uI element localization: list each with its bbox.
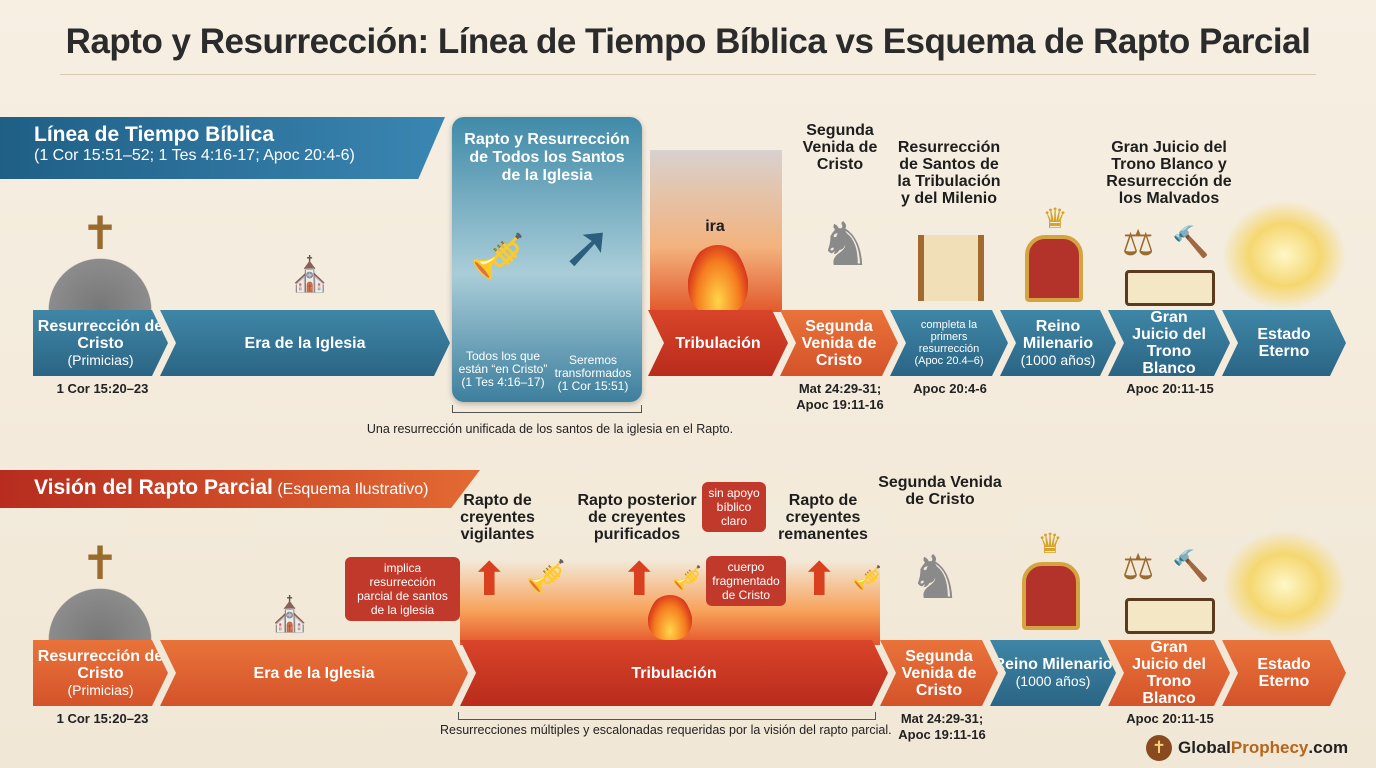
empty-tomb-icon: ✝ bbox=[40, 540, 160, 640]
throne-icon bbox=[1025, 235, 1083, 302]
church-icon: ⛪ bbox=[288, 255, 332, 295]
ref-white-throne: Apoc 20:11-15 bbox=[1126, 711, 1214, 726]
logo-text: .com bbox=[1308, 738, 1349, 757]
scales-icon: ⚖ bbox=[1122, 547, 1155, 588]
rider-white-horse-icon: ♞ bbox=[908, 543, 962, 613]
open-bible-icon bbox=[1125, 598, 1215, 634]
segment-sub: (Primicias) bbox=[67, 681, 134, 698]
bracket bbox=[458, 712, 876, 720]
rider-white-horse-icon: ♞ bbox=[818, 210, 872, 280]
trumpet-icon: 🎺 bbox=[852, 564, 882, 592]
logo-text: Global bbox=[1178, 738, 1231, 757]
trumpet-icon: 🎺 bbox=[526, 557, 566, 595]
segment-resurrection-of-christ: Resurrección de Cristo(Primicias) bbox=[33, 310, 168, 376]
cross-icon: ✝ bbox=[80, 206, 120, 260]
logo-cross-icon: ✝ bbox=[1146, 735, 1172, 761]
segment-tribulation: Tribulación bbox=[648, 310, 788, 376]
ref-resurrection: 1 Cor 15:20–23 bbox=[56, 381, 149, 396]
fire-icon bbox=[688, 245, 748, 315]
callout-fragmented-body: cuerpo fragmentado de Cristo bbox=[706, 556, 786, 606]
biblical-note: Una resurrección unificada de los santos… bbox=[366, 422, 734, 436]
partial-note: Resurrecciones múltiples y escalonadas r… bbox=[440, 723, 892, 737]
rapture-card: Rapto y Resurrección de Todos los Santos… bbox=[452, 117, 642, 402]
rapture-label-watchful: Rapto de creyentes vigilantes bbox=[460, 492, 535, 543]
segment-label: Resurrección de Cristo bbox=[37, 317, 164, 352]
tribulation-saints-label: Resurrección de Santos de la Tribulación… bbox=[897, 139, 1001, 207]
biblical-timeline-banner: Línea de Tiempo Bíblica (1 Cor 15:51–52;… bbox=[0, 117, 445, 179]
segment-millennial-kingdom: Reino Milenario(1000 años) bbox=[1000, 310, 1116, 376]
cross-icon: ✝ bbox=[80, 536, 120, 590]
trumpet-icon: 🎺 bbox=[470, 231, 525, 282]
banner-title: Visión del Rapto Parcial bbox=[34, 476, 273, 499]
rapture-left-ref: (1 Tes 4:16–17) bbox=[461, 375, 545, 389]
callout-no-biblical-support: sin apoyo bíblico claro bbox=[702, 482, 766, 532]
segment-millennial-kingdom: Reino Milenario(1000 años) bbox=[990, 640, 1116, 706]
banner-refs: (1 Cor 15:51–52; 1 Tes 4:16-17; Apoc 20:… bbox=[34, 147, 355, 164]
heavenly-city-icon bbox=[1222, 200, 1347, 310]
ref-white-throne: Apoc 20:11-15 bbox=[1126, 381, 1214, 396]
gavel-icon: 🔨 bbox=[1172, 225, 1210, 260]
title-divider bbox=[60, 74, 1316, 75]
callout-partial-resurrection: implica resurrección parcial de santos d… bbox=[345, 557, 460, 621]
ref-second-coming: Mat 24:29-31; Apoc 19:11-16 bbox=[796, 381, 884, 412]
rapture-right-text: Seremos transformados bbox=[554, 353, 632, 380]
segment-tribulation: Tribulación bbox=[460, 640, 888, 706]
segment-church-age: Era de la Iglesia bbox=[160, 310, 450, 376]
banner-sub: (Esquema Ilustrativo) bbox=[277, 481, 429, 498]
segment-second-coming: Segunda Venida de Cristo bbox=[880, 640, 998, 706]
segment-sub: (Primicias) bbox=[67, 351, 134, 368]
white-throne-label: Gran Juicio del Trono Blanco y Resurrecc… bbox=[1106, 139, 1232, 207]
gavel-icon: 🔨 bbox=[1172, 549, 1210, 584]
fire-icon bbox=[648, 595, 692, 640]
second-coming-label: Segunda Venida de Cristo bbox=[802, 122, 878, 173]
ref-resurrection: 1 Cor 15:20–23 bbox=[56, 711, 149, 726]
page-title: Rapto y Resurrección: Línea de Tiempo Bí… bbox=[65, 22, 1311, 61]
open-bible-icon bbox=[1125, 270, 1215, 306]
heavenly-city-icon bbox=[1222, 530, 1347, 640]
rapture-label-remnant: Rapto de creyentes remanentes bbox=[778, 492, 868, 543]
ref-first-resurrection: Apoc 20:4-6 bbox=[913, 381, 987, 396]
logo-text: Prophecy bbox=[1230, 738, 1309, 757]
segment-eternal-state: Estado Eterno bbox=[1222, 310, 1346, 376]
segment-eternal-state: Estado Eterno bbox=[1222, 640, 1346, 706]
rapture-left-text: Todos los que están “en Cristo” bbox=[458, 349, 548, 376]
banner-title: Línea de Tiempo Bíblica bbox=[34, 123, 275, 146]
ref-second-coming: Mat 24:29-31; Apoc 19:11-16 bbox=[898, 711, 986, 742]
segment-label: Resurrección de Cristo bbox=[37, 647, 164, 682]
segment-sub: (1000 años) bbox=[1015, 673, 1091, 689]
segment-label: Reino Milenario bbox=[1022, 317, 1094, 352]
church-icon: ⛪ bbox=[268, 595, 312, 635]
segment-white-throne: Gran Juicio del Trono Blanco bbox=[1108, 640, 1230, 706]
segment-resurrection-of-christ: Resurrección de Cristo(Primicias) bbox=[33, 640, 168, 706]
partial-rapture-banner: Visión del Rapto Parcial (Esquema Ilustr… bbox=[0, 470, 480, 508]
empty-tomb-icon: ✝ bbox=[40, 210, 160, 310]
segment-first-resurrection: completa la primers resurrección (Apoc 2… bbox=[890, 310, 1008, 376]
crown-icon: ♛ bbox=[1042, 202, 1068, 235]
up-arrow-icon: ⬆ bbox=[800, 552, 839, 606]
trumpet-icon: 🎺 bbox=[672, 564, 702, 592]
up-arrow-icon: ⬆ bbox=[470, 552, 509, 606]
segment-second-coming: Segunda Venida de Cristo bbox=[780, 310, 898, 376]
segment-sub: (1000 años) bbox=[1020, 351, 1096, 368]
throne-icon bbox=[1022, 562, 1080, 630]
up-arrow-icon: ⬆ bbox=[620, 552, 659, 606]
second-coming-label: Segunda Venida de Cristo bbox=[878, 474, 1002, 508]
segment-white-throne: Gran Juicio del Trono Blanco bbox=[1108, 310, 1230, 376]
segment-church-age: Era de la Iglesia bbox=[160, 640, 468, 706]
wrath-label: ira bbox=[705, 218, 725, 235]
segment-label: Reino Milenario bbox=[993, 656, 1113, 673]
up-arrow-icon: ➚ bbox=[562, 212, 613, 282]
rapture-right-ref: (1 Cor 15:51) bbox=[557, 379, 629, 393]
rapture-label-purified: Rapto posterior de creyentes purificados bbox=[577, 492, 697, 543]
rapture-card-title: Rapto y Resurrección de Todos los Santos… bbox=[464, 131, 630, 184]
scales-icon: ⚖ bbox=[1122, 223, 1155, 264]
crown-icon: ♛ bbox=[1037, 527, 1063, 560]
scroll-icon bbox=[918, 235, 984, 301]
bracket bbox=[452, 405, 642, 413]
